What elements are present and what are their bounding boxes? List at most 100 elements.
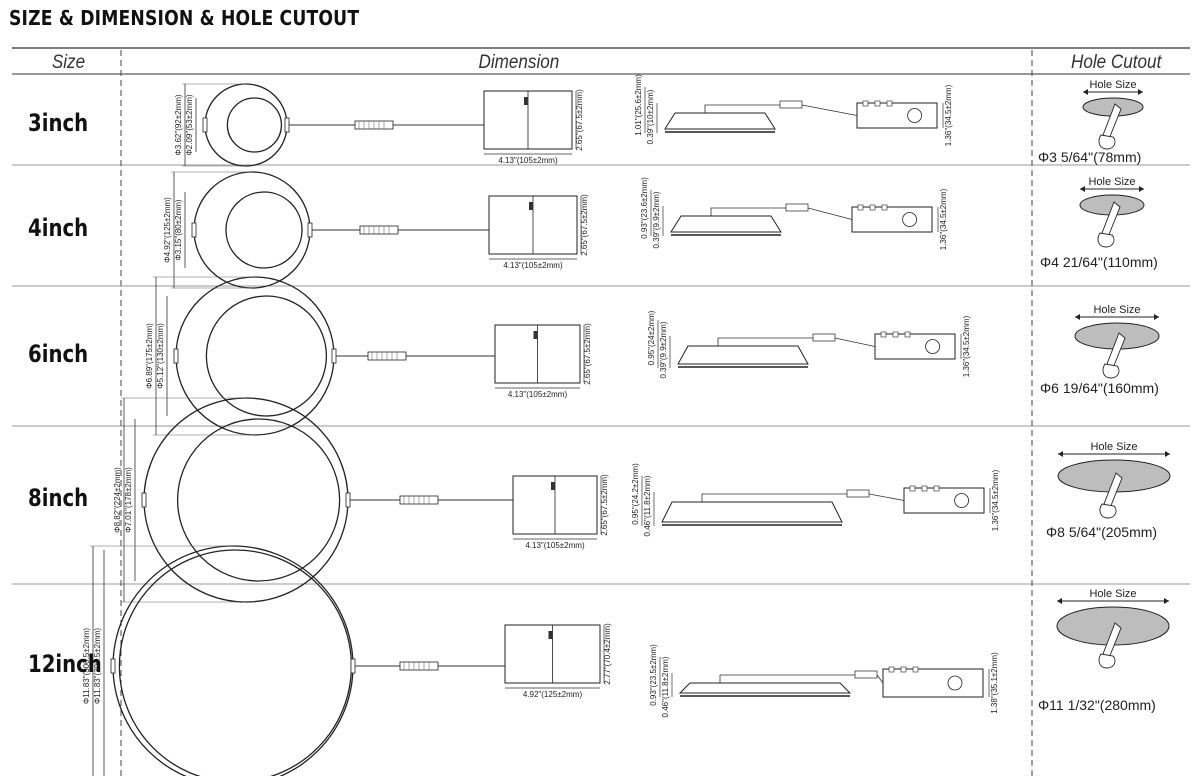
spring-clip-right xyxy=(331,348,337,364)
size-label: 12inch xyxy=(28,650,102,678)
spring-clip-right xyxy=(307,222,313,238)
saw-handle-icon xyxy=(1098,653,1116,669)
hole-size-label: Hole Size xyxy=(1090,441,1137,453)
inner-diameter-label: Φ2.09"(53±2mm) xyxy=(185,94,194,156)
side-connector xyxy=(785,203,809,212)
spring-clip-left xyxy=(191,222,197,238)
hole-size-label: Hole Size xyxy=(1088,176,1135,188)
outer-diameter-label: Φ6.89"(175±2mm) xyxy=(145,323,154,389)
driver-width-label: 4.13"(105±2mm) xyxy=(508,390,568,399)
junction-box xyxy=(856,102,938,129)
driver-width-label: 4.13"(105±2mm) xyxy=(498,156,558,165)
driver-height-label: 2.65"(67.5±2mm) xyxy=(575,89,584,151)
header-size: Size xyxy=(51,52,86,73)
driver-height-label: 2.65"(67.5±2mm) xyxy=(600,474,609,536)
hole-cutout-diagram: Hole Size xyxy=(1079,176,1145,248)
side-body-height-label: 0.39"(10±2mm) xyxy=(646,89,655,144)
junction-box xyxy=(851,206,933,233)
hole-size-label: Hole Size xyxy=(1089,79,1136,91)
junction-box-height-label: 1.36"(34.5±2mm) xyxy=(944,84,953,146)
outer-trim-circle xyxy=(204,83,288,167)
side-connector xyxy=(854,670,878,679)
hole-cutout-diagram: Hole Size xyxy=(1074,304,1160,379)
hole-cutout-label: Φ4 21/64"(110mm) xyxy=(1040,254,1158,270)
hole-cutout-label: Φ6 19/64"(160mm) xyxy=(1040,380,1159,396)
inner-lens-circle xyxy=(226,97,283,153)
inner-lens-circle xyxy=(225,191,303,269)
hole-cutout-label: Φ8 5/64"(205mm) xyxy=(1046,524,1158,540)
knockout-circle-icon xyxy=(947,675,963,691)
spring-clip-right xyxy=(350,658,356,674)
hole-cutout-diagram: Hole Size xyxy=(1082,79,1144,150)
side-body-height-label: 0.46"(11.8±2mm) xyxy=(661,656,670,717)
saw-handle-icon xyxy=(1097,232,1115,248)
hole-size-label: Hole Size xyxy=(1093,304,1140,316)
side-profile xyxy=(678,682,852,694)
driver-switch-icon xyxy=(529,202,533,210)
side-height-label: 0.93"(23.6±2mm) xyxy=(640,177,649,239)
hole-cutout-diagram: Hole Size xyxy=(1057,441,1171,519)
hole-size-label: Hole Size xyxy=(1089,588,1136,600)
fixture-drawing-8inch: Φ8.82"(224±2mm)Φ7.01"(178±2mm)4.13"(105±… xyxy=(113,397,1000,603)
outer-trim-circle xyxy=(175,276,335,436)
inner-diameter-label: Φ7.01"(178±2mm) xyxy=(124,467,133,533)
hole-cutout-label: Φ3 5/64"(78mm) xyxy=(1038,149,1142,165)
side-connector xyxy=(812,333,836,342)
junction-box-height-label: 1.36"(34.5±2mm) xyxy=(939,188,948,250)
fixture-drawing-3inch: Φ3.62"(92±2mm)Φ2.09"(53±2mm) 4.13"(105±2m… xyxy=(174,74,953,167)
knockout-circle-icon xyxy=(902,212,917,227)
saw-handle-icon xyxy=(1099,503,1117,519)
side-height-label: 0.95"(24±2mm) xyxy=(647,310,656,365)
side-height-label: 1.01"(25.6±2mm) xyxy=(634,74,643,136)
side-profile xyxy=(670,215,782,233)
inner-lens-circle xyxy=(176,418,341,582)
outer-diameter-label: Φ11.83"(300.5±2mm) xyxy=(82,628,91,705)
size-label: 4inch xyxy=(28,214,89,242)
driver-height-label: 2.77"(70.4±2mm) xyxy=(603,623,612,685)
junction-box xyxy=(874,333,956,360)
outer-trim-circle xyxy=(143,397,349,603)
side-connector xyxy=(846,489,870,498)
side-height-label: 0.93"(23.5±2mm) xyxy=(649,644,658,706)
knockout-circle-icon xyxy=(925,339,940,354)
side-body-height-label: 0.46"(11.8±2mm) xyxy=(643,475,652,536)
spring-clip-right xyxy=(284,117,290,133)
side-height-label: 0.95"(24.2±2mm) xyxy=(631,463,640,525)
size-label: 3inch xyxy=(28,109,89,137)
hole-cutout-diagram: Hole Size xyxy=(1056,588,1170,669)
spring-clip-left xyxy=(141,492,147,508)
size-label: 8inch xyxy=(28,484,89,512)
junction-box xyxy=(903,487,985,514)
junction-box-height-label: 1.36"(34.5±2mm) xyxy=(991,469,1000,531)
inner-lens-circle xyxy=(205,295,328,417)
side-body-height-label: 0.39"(9.9±2mm) xyxy=(659,321,668,378)
side-profile xyxy=(664,112,776,130)
spring-clip-left xyxy=(202,117,208,133)
driver-switch-icon xyxy=(548,631,553,639)
inner-diameter-label: Φ5.12"(130±2mm) xyxy=(156,323,165,389)
inner-diameter-label: Φ3.15"(80±2mm) xyxy=(174,199,183,261)
saw-handle-icon xyxy=(1098,134,1116,150)
outer-diameter-label: Φ4.92"(125±2mm) xyxy=(163,197,172,263)
junction-box xyxy=(882,668,984,698)
driver-height-label: 2.65"(67.5±2mm) xyxy=(583,323,592,385)
size-label: 6inch xyxy=(28,340,89,368)
driver-switch-icon xyxy=(533,331,538,339)
header-hole-cutout: Hole Cutout xyxy=(1071,52,1162,73)
outer-diameter-label: Φ3.62"(92±2mm) xyxy=(174,94,183,156)
junction-box-height-label: 1.36"(34.5±2mm) xyxy=(962,315,971,377)
saw-handle-icon xyxy=(1102,363,1120,379)
inner-diameter-label: Φ11.83"(300.5±2mm) xyxy=(93,628,102,705)
spring-clip-left xyxy=(173,348,179,364)
outer-trim-circle xyxy=(193,171,311,289)
driver-switch-icon xyxy=(524,97,528,105)
header-dimension: Dimension xyxy=(478,52,560,73)
side-body-height-label: 0.39"(9.9±2mm) xyxy=(652,191,661,248)
spring-clip-right xyxy=(345,492,351,508)
driver-width-label: 4.92"(125±2mm) xyxy=(523,690,583,699)
outer-trim-circle xyxy=(112,545,354,776)
fixture-drawing-6inch: Φ6.89"(175±2mm)Φ5.12"(130±2mm) 4.13"(105±… xyxy=(145,276,971,436)
knockout-circle-icon xyxy=(954,493,969,508)
fixture-drawing-4inch: Φ4.92"(125±2mm)Φ3.15"(80±2mm)4.13"(105±2… xyxy=(163,171,948,289)
driver-height-label: 2.65"(67.5±2mm) xyxy=(580,194,589,256)
